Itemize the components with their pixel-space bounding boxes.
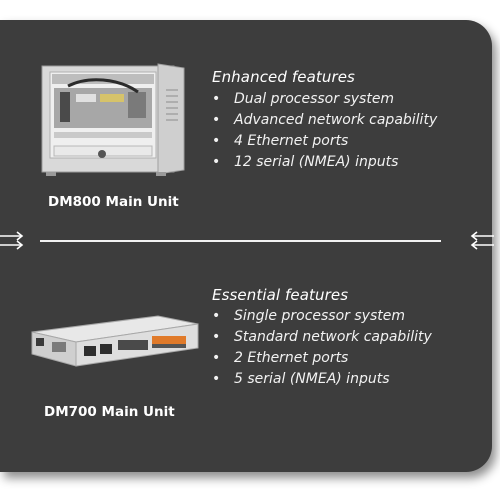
double-arrow-left-icon	[0, 231, 24, 250]
section-divider	[40, 240, 441, 242]
list-item: 4 Ethernet ports	[212, 131, 437, 152]
list-item: Dual processor system	[212, 89, 437, 110]
double-arrow-right-icon	[470, 231, 494, 250]
list-item: 2 Ethernet ports	[212, 348, 432, 369]
list-item: Advanced network capability	[212, 110, 437, 131]
enhanced-features-heading: Enhanced features	[212, 68, 355, 86]
dm800-main-unit-image	[41, 63, 185, 176]
list-item: Single processor system	[212, 306, 432, 327]
dm700-caption: DM700 Main Unit	[44, 404, 175, 420]
list-item: Standard network capability	[212, 327, 432, 348]
list-item: 12 serial (NMEA) inputs	[212, 152, 437, 173]
enhanced-features-list: Dual processor system Advanced network c…	[212, 89, 437, 173]
essential-features-heading: Essential features	[212, 286, 349, 304]
essential-features-list: Single processor system Standard network…	[212, 306, 432, 390]
dm700-main-unit-image	[31, 315, 199, 367]
dm800-caption: DM800 Main Unit	[48, 194, 179, 210]
list-item: 5 serial (NMEA) inputs	[212, 369, 432, 390]
